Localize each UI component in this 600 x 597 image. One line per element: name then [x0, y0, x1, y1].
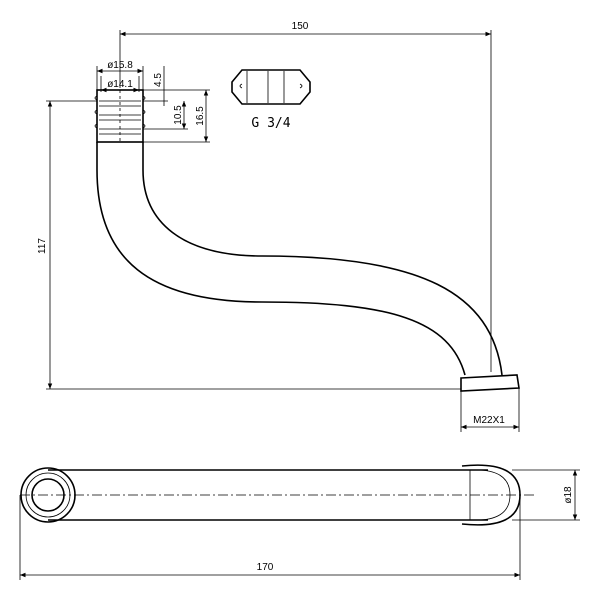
dim-overall-length: 170 — [19, 495, 521, 580]
connector-thread-left — [94, 95, 98, 129]
inlet-outer-ring — [20, 467, 76, 523]
dim-outlet-diameter: ø18 — [512, 469, 580, 521]
length-value: 170 — [257, 562, 274, 573]
outlet-thread-value: M22X1 — [473, 415, 505, 426]
outlet-end-inner — [469, 469, 511, 521]
outlet-diameter-value: ø18 — [563, 486, 574, 504]
nut-chamfer — [239, 83, 303, 89]
od-value: ø15.8 — [107, 60, 133, 71]
connector-thread-right — [142, 95, 146, 129]
height-value: 117 — [37, 238, 48, 254]
side-view: G 3/4 150 ø15.8 ø14.1 — [37, 21, 520, 432]
groove-pitch-value: 10.5 — [173, 105, 184, 125]
dim-outer-diameter-top: ø15.8 — [96, 60, 144, 90]
id-value: ø14.1 — [107, 79, 133, 90]
groove-offset-value: 4.5 — [153, 73, 164, 87]
dim-thread-stack: 4.5 10.5 16.5 — [143, 66, 210, 143]
dim-outlet-thread: M22X1 — [460, 388, 520, 432]
nut-outline — [231, 69, 311, 105]
nut-thread-label: G 3/4 — [251, 116, 290, 131]
dim-inner-diameter-top: ø14.1 — [100, 76, 140, 93]
inlet-bore — [31, 478, 65, 512]
spout-inner-edge — [142, 142, 503, 376]
top-view: ø18 170 — [19, 464, 580, 580]
hex-nut: G 3/4 — [231, 69, 311, 131]
thread-length-value: 16.5 — [195, 106, 206, 126]
spout-outer-edge — [96, 142, 466, 376]
outlet-aerator — [460, 374, 520, 392]
reach-value: 150 — [292, 21, 309, 32]
inlet-middle-ring — [25, 472, 71, 518]
dim-overall-reach: 150 — [119, 21, 492, 372]
dim-overall-height: 117 — [37, 100, 461, 390]
